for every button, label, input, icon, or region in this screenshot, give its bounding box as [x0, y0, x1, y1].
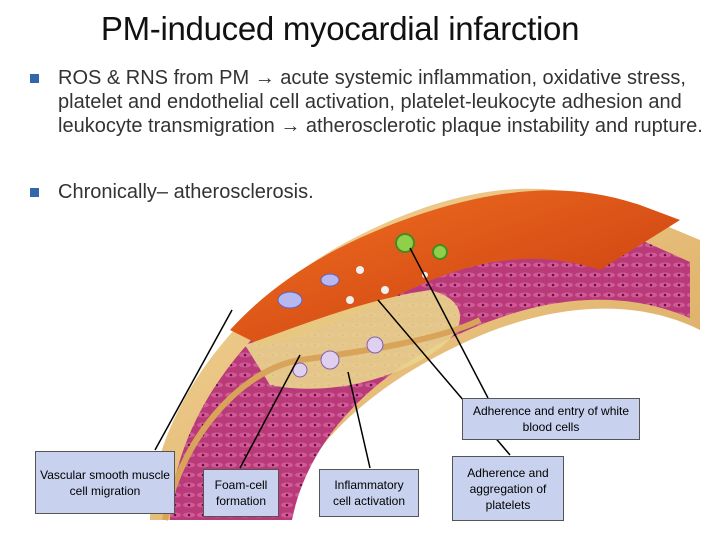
pointer-smooth-muscle — [154, 309, 233, 451]
platelet — [381, 286, 389, 294]
vessel-cut-edge — [162, 317, 482, 521]
slide-title: PM-induced myocardial infarction — [100, 10, 580, 47]
white-blood-cell — [395, 233, 415, 253]
label-adherence-entry: Adherence and entry of white blood cells — [462, 398, 640, 440]
label-smooth-muscle: Vascular smooth muscle cell migration — [35, 451, 175, 514]
pointer-inflammatory — [347, 371, 371, 469]
label-foam-cell: Foam-cell formation — [203, 469, 279, 517]
foam-cell — [320, 350, 340, 370]
pointer-adherence — [409, 247, 489, 399]
foam-cell — [366, 336, 384, 354]
vessel-lumen — [230, 190, 680, 345]
monocyte — [320, 273, 340, 287]
foam-cell — [292, 362, 308, 378]
vessel-muscle-layer — [170, 211, 690, 520]
white-blood-cell — [432, 244, 448, 260]
platelet — [346, 296, 354, 304]
label-inflammatory: Inflammatory cell activation — [319, 469, 419, 517]
bullet-square-icon — [30, 188, 39, 197]
bullet-text: ROS & RNS from PM → acute systemic infla… — [58, 67, 703, 137]
platelet — [356, 266, 364, 274]
pointer-foam-cell — [239, 354, 301, 469]
bullet-text: Chronically– atherosclerosis. — [58, 181, 314, 203]
label-platelets: Adherence and aggregation of platelets — [452, 456, 564, 521]
bullet-square-icon — [30, 74, 39, 83]
monocyte — [277, 291, 303, 309]
